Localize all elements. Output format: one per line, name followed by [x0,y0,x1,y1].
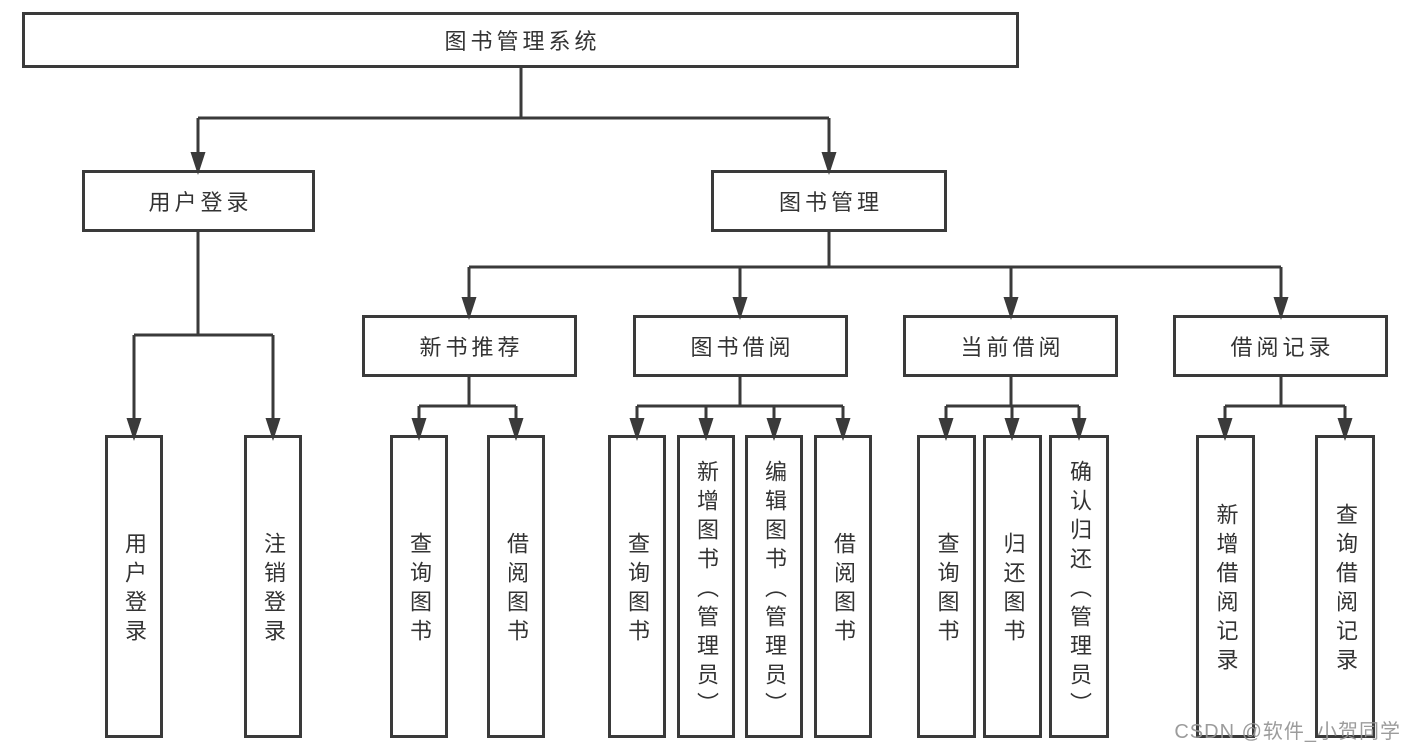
node-label: 图书管理 [778,190,883,215]
leaf-query-books-current: 查询图书 [917,435,976,738]
node-label: 图书管理系统 [444,29,601,54]
leaf-add-books-admin: 新增图书（管理员） [677,435,735,738]
node-book-management: 图书管理 [711,170,947,232]
node-user-login: 用户登录 [82,170,315,232]
node-label: 当前借阅 [960,335,1065,360]
node-borrowing-records: 借阅记录 [1173,315,1388,377]
leaf-query-borrow-record: 查询借阅记录 [1315,435,1375,738]
node-label: 新增图书（管理员） [694,459,719,721]
node-label: 新书推荐 [419,335,524,360]
node-new-book-recommend: 新书推荐 [362,315,577,377]
node-label: 查询图书 [625,532,650,648]
node-label: 确认归还（管理员） [1067,459,1092,721]
leaf-query-books-recommend: 查询图书 [390,435,448,738]
node-label: 借阅图书 [504,532,529,648]
leaf-edit-books-admin: 编辑图书（管理员） [745,435,803,738]
node-label: 新增借阅记录 [1213,503,1239,677]
node-label: 查询借阅记录 [1333,503,1358,677]
leaf-logout: 注销登录 [244,435,302,738]
leaf-borrow-books-recommend: 借阅图书 [487,435,545,738]
node-current-borrowing: 当前借阅 [903,315,1118,377]
node-book-borrowing: 图书借阅 [633,315,848,377]
leaf-return-books: 归还图书 [983,435,1042,738]
leaf-query-books-borrow: 查询图书 [608,435,666,738]
leaf-borrow-books: 借阅图书 [814,435,872,738]
watermark: CSDN @软件_小贺同学 [1174,721,1401,743]
node-label: 查询图书 [934,532,960,648]
node-label: 借阅记录 [1230,335,1335,360]
node-label: 借阅图书 [831,532,856,648]
node-label: 编辑图书（管理员） [762,459,787,721]
node-label: 图书借阅 [690,335,795,360]
node-library-management-system: 图书管理系统 [22,12,1019,68]
node-label: 用户登录 [148,190,253,215]
node-label: 归还图书 [1000,532,1026,648]
leaf-add-borrow-record: 新增借阅记录 [1196,435,1255,738]
node-label: 用户登录 [122,532,147,648]
node-label: 注销登录 [261,532,286,648]
leaf-user-login: 用户登录 [105,435,163,738]
leaf-confirm-return-admin: 确认归还（管理员） [1049,435,1109,738]
node-label: 查询图书 [407,532,432,648]
